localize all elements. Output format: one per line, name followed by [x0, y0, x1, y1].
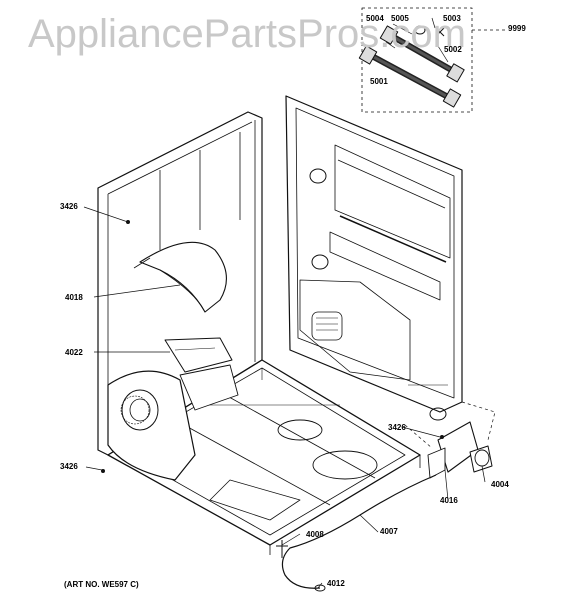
label-5005: 5005	[391, 14, 409, 23]
rear-panel	[285, 95, 463, 421]
screw-dots	[101, 220, 444, 473]
blower-housing	[107, 337, 239, 481]
art-number: (ART NO. WE597 C)	[64, 580, 139, 589]
label-5002: 5002	[444, 45, 462, 54]
label-3426-right: 3426	[388, 423, 406, 432]
label-5001: 5001	[370, 77, 388, 86]
label-4004: 4004	[491, 480, 509, 489]
label-4018: 4018	[65, 293, 83, 302]
label-5003: 5003	[443, 14, 461, 23]
water-valve-assembly	[404, 401, 496, 479]
label-4022: 4022	[65, 348, 83, 357]
label-5004: 5004	[366, 14, 384, 23]
label-9999: 9999	[508, 24, 526, 33]
label-3426-bottom: 3426	[60, 462, 78, 471]
label-4007: 4007	[380, 527, 398, 536]
label-3426-top: 3426	[60, 202, 78, 211]
exhaust-duct	[133, 241, 227, 313]
leader-lines	[83, 17, 486, 589]
inlet-hoses	[358, 25, 465, 108]
label-4008: 4008	[306, 530, 324, 539]
site-watermark: AppliancePartsPros.com	[28, 12, 466, 56]
hose-kit-box	[361, 7, 505, 113]
label-4012: 4012	[327, 579, 345, 588]
water-tube	[276, 474, 437, 592]
label-4016: 4016	[440, 496, 458, 505]
